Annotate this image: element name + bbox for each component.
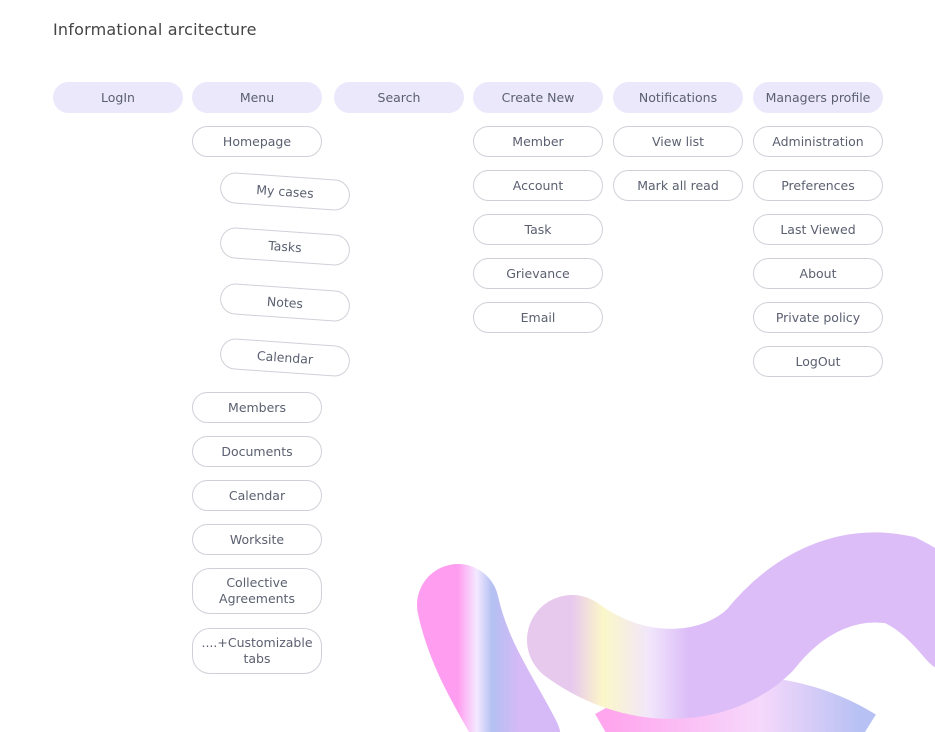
node-task[interactable]: Task xyxy=(473,214,603,245)
page-title: Informational arcitecture xyxy=(53,20,257,39)
node-menu[interactable]: Menu xyxy=(192,82,322,113)
node-about[interactable]: About xyxy=(753,258,883,289)
node-preferences[interactable]: Preferences xyxy=(753,170,883,201)
node-worksite[interactable]: Worksite xyxy=(192,524,322,555)
node-administration[interactable]: Administration xyxy=(753,126,883,157)
node-grievance[interactable]: Grievance xyxy=(473,258,603,289)
node-last-viewed[interactable]: Last Viewed xyxy=(753,214,883,245)
node-managers-profile[interactable]: Managers profile xyxy=(753,82,883,113)
node-members[interactable]: Members xyxy=(192,392,322,423)
node-calendar[interactable]: Calendar xyxy=(192,480,322,511)
node-homepage[interactable]: Homepage xyxy=(192,126,322,157)
node-email[interactable]: Email xyxy=(473,302,603,333)
node-account[interactable]: Account xyxy=(473,170,603,201)
node-view-list[interactable]: View list xyxy=(613,126,743,157)
node-logout[interactable]: LogOut xyxy=(753,346,883,377)
node-private-policy[interactable]: Private policy xyxy=(753,302,883,333)
node-create-new[interactable]: Create New xyxy=(473,82,603,113)
node-login[interactable]: LogIn xyxy=(53,82,183,113)
node-notifications[interactable]: Notifications xyxy=(613,82,743,113)
node-member[interactable]: Member xyxy=(473,126,603,157)
node-collective-agreements[interactable]: Collective Agreements xyxy=(192,568,322,614)
node-mark-all-read[interactable]: Mark all read xyxy=(613,170,743,201)
node-customizable-tabs[interactable]: ....+Customizable tabs xyxy=(192,628,322,674)
node-search[interactable]: Search xyxy=(334,82,464,113)
node-documents[interactable]: Documents xyxy=(192,436,322,467)
